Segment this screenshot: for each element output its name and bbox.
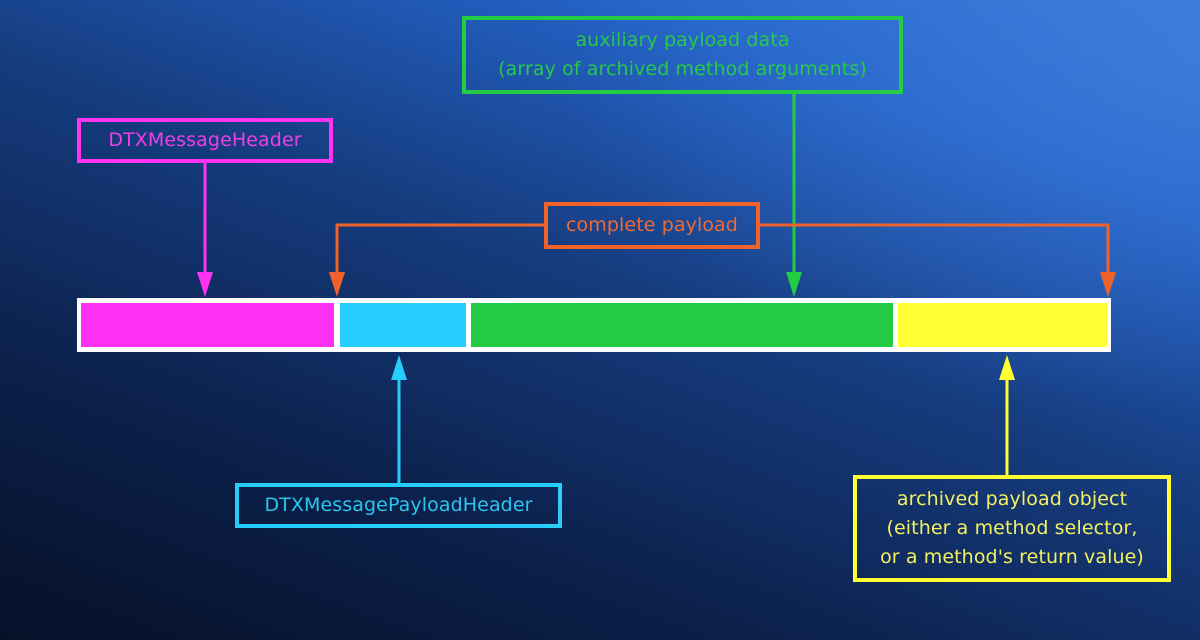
- auxiliary-label-line-2: (array of archived method arguments): [498, 58, 867, 80]
- payload-header-segment: [340, 303, 466, 347]
- payload-header-arrow: [391, 355, 407, 483]
- auxiliary-label-line-1: auxiliary payload data: [575, 29, 790, 51]
- payload-header-label-text: DTXMessagePayloadHeader: [264, 494, 533, 516]
- message-bar: [77, 298, 1111, 352]
- header-arrow: [197, 163, 213, 297]
- archived-label-line-1: archived payload object: [896, 488, 1128, 510]
- complete-payload-bracket: [329, 223, 1116, 297]
- complete-payload-label: complete payload: [544, 202, 760, 249]
- archived-label-line-3: or a method's return value): [880, 546, 1144, 568]
- header-label-text: DTXMessageHeader: [108, 129, 302, 151]
- payload-header-label: DTXMessagePayloadHeader: [235, 483, 562, 528]
- complete-payload-label-text: complete payload: [566, 214, 738, 236]
- archived-segment: [898, 303, 1107, 347]
- archived-label-line-2: (either a method selector,: [886, 517, 1138, 539]
- archived-payload-label: archived payload object (either a method…: [853, 475, 1171, 582]
- auxiliary-segment: [471, 303, 893, 347]
- auxiliary-payload-label: auxiliary payload data (array of archive…: [462, 16, 903, 94]
- header-segment: [81, 303, 334, 347]
- auxiliary-arrow: [786, 94, 802, 297]
- message-header-label: DTXMessageHeader: [77, 118, 333, 163]
- archived-arrow: [999, 355, 1015, 475]
